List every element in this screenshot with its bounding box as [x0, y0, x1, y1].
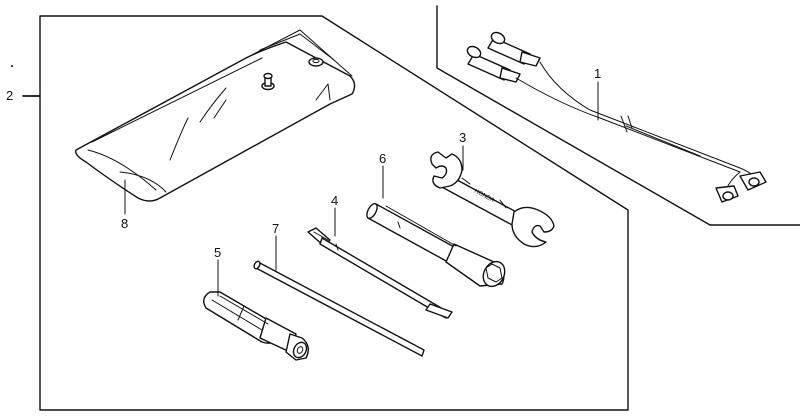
callout-2: 2 — [6, 88, 13, 103]
tool-bag-icon — [75, 29, 356, 202]
socket-wrench-icon — [366, 202, 506, 288]
screwdriver-handle-icon — [203, 291, 309, 361]
callouts: 1 2 3 4 5 6 7 8 — [6, 66, 601, 260]
leader-lines — [124, 81, 599, 297]
cable-outline — [436, 5, 800, 226]
callout-1: 1 — [594, 66, 601, 81]
callout-3: 3 — [459, 130, 466, 145]
double-ended-screwdriver-icon — [307, 227, 453, 319]
pin-rod-icon — [253, 260, 425, 357]
callout-6: 6 — [379, 151, 386, 166]
open-end-wrench-icon: HONDA — [430, 151, 555, 248]
kit-outline — [22, 15, 629, 411]
stray-dot — [11, 65, 13, 67]
callout-8: 8 — [121, 216, 128, 231]
callout-4: 4 — [331, 193, 338, 208]
callout-5: 5 — [214, 245, 221, 260]
callout-7: 7 — [272, 221, 279, 236]
cable-icon — [466, 31, 767, 203]
